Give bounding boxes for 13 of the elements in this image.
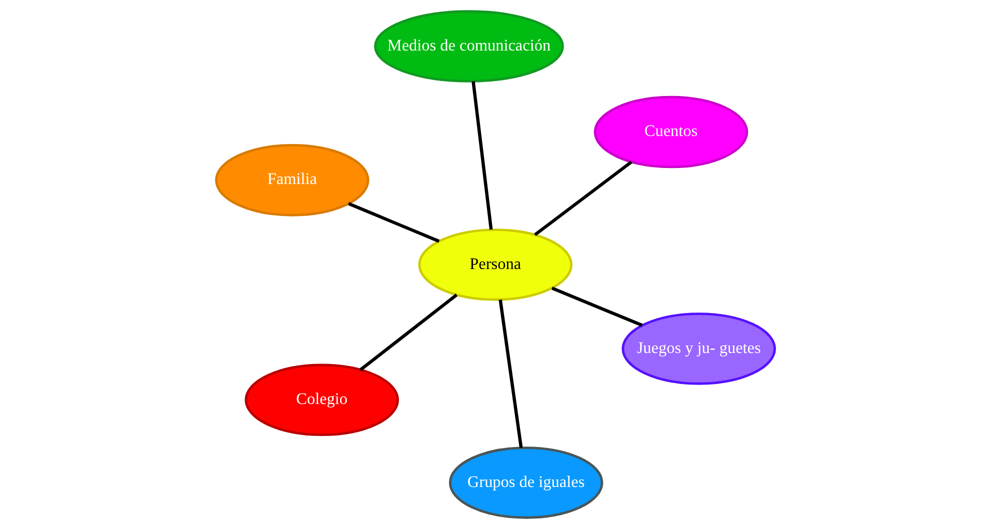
connector (359, 294, 458, 372)
node-ellipse: Juegos y ju- guetes (622, 312, 776, 385)
node-ellipse: Colegio (244, 364, 399, 436)
connector (498, 300, 523, 448)
node-ellipse: Familia (215, 144, 370, 216)
node-ellipse: Grupos de iguales (448, 446, 604, 519)
connector (551, 286, 643, 327)
node-ellipse: Cuentos (594, 96, 748, 168)
connector (472, 81, 493, 230)
connector (534, 160, 632, 236)
connector (348, 202, 440, 243)
node-ellipse: Medios de comunicación (374, 10, 564, 82)
node-ellipse: Persona (418, 228, 572, 301)
